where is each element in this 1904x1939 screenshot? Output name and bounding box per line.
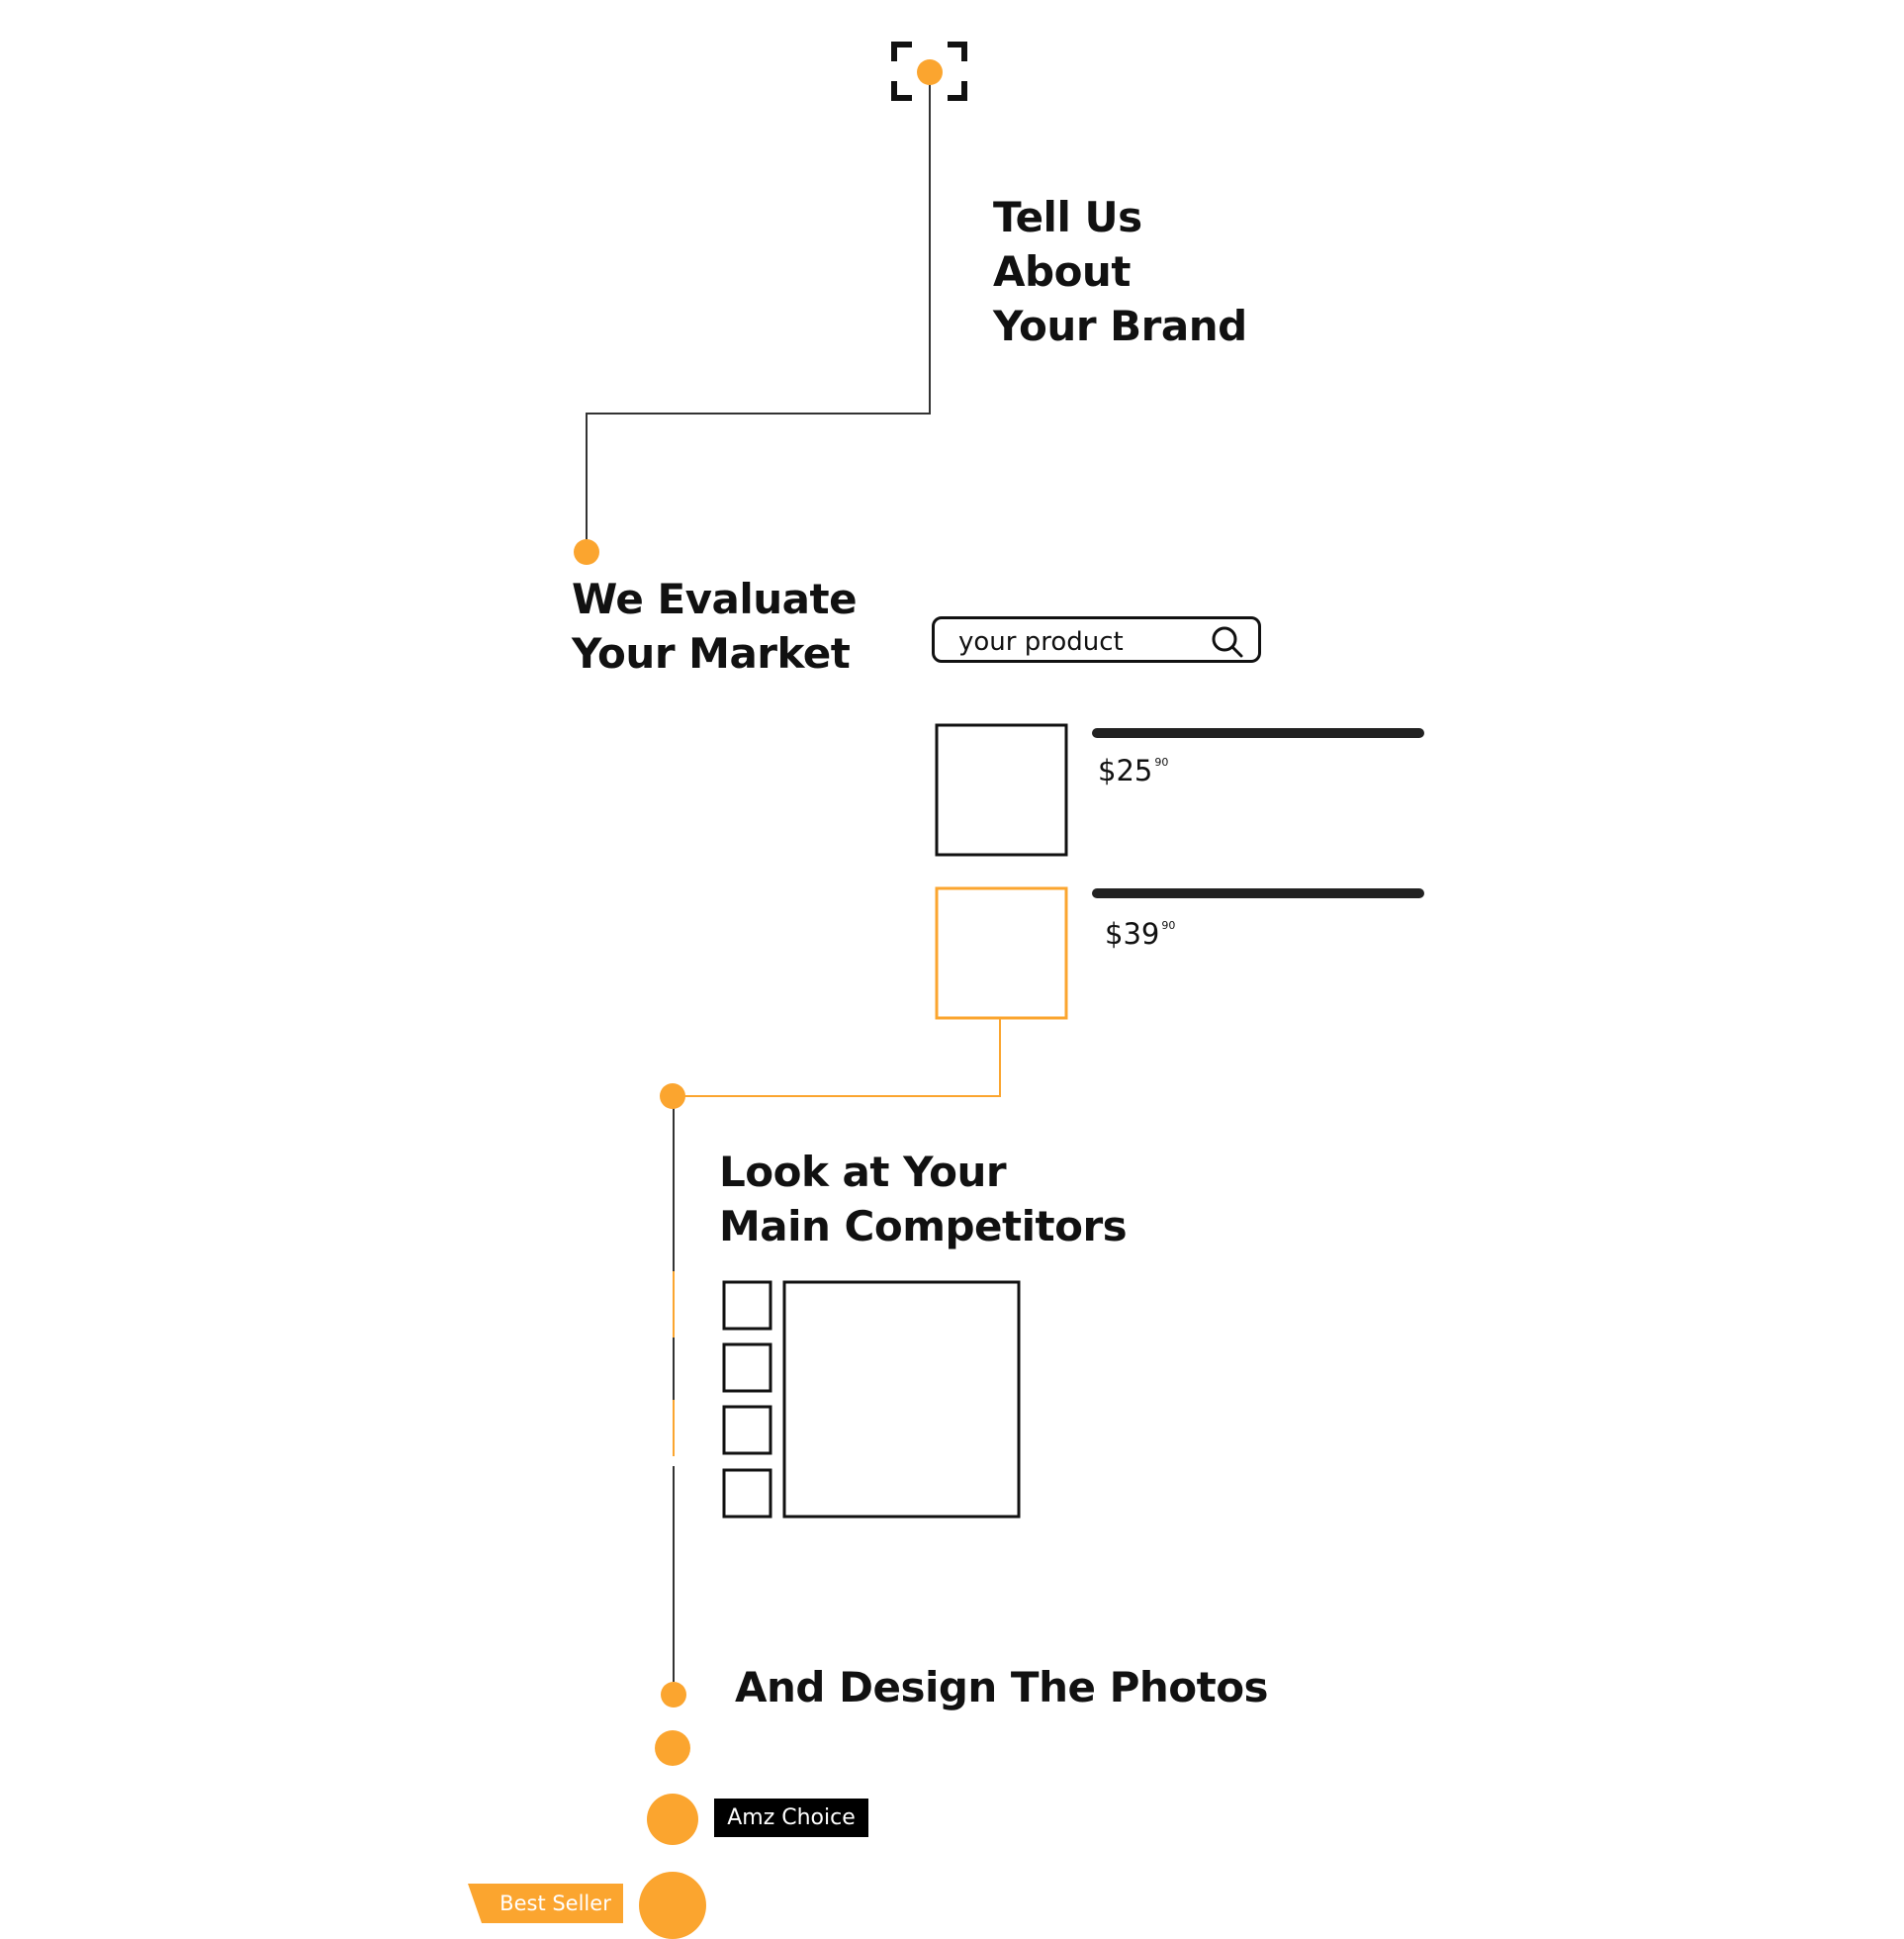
step-heading-line: Your Brand — [993, 302, 1247, 350]
step-heading-line: Tell Us — [993, 193, 1142, 241]
step-heading-line: And Design The Photos — [735, 1663, 1269, 1711]
step-heading-line: Your Market — [572, 629, 851, 678]
amz-choice-badge: Amz Choice — [714, 1799, 868, 1837]
best-seller-ribbon — [468, 1884, 623, 1923]
step-heading-line: Main Competitors — [719, 1202, 1128, 1250]
viewfinder-icon — [891, 42, 967, 101]
product-title-bar — [1092, 728, 1424, 738]
node-dot-medium — [655, 1730, 690, 1766]
search-bar[interactable]: your product — [932, 616, 1261, 663]
step-heading-market: We Evaluate Your Market — [572, 572, 858, 681]
product-title-bar — [1092, 888, 1424, 898]
price-main: $25 — [1098, 754, 1153, 787]
gallery-thumb — [722, 1342, 772, 1393]
gallery-thumb — [722, 1280, 772, 1331]
competitor-gallery — [722, 1280, 1021, 1519]
node-step1 — [917, 59, 943, 85]
price-cents: 90 — [1161, 919, 1176, 932]
product-thumbnail — [935, 723, 1068, 857]
price-main: $39 — [1105, 917, 1160, 951]
search-placeholder: your product — [958, 627, 1124, 657]
connector-step1-step2 — [586, 73, 931, 542]
step-heading-line: About — [993, 247, 1131, 296]
step-heading-competitors: Look at Your Main Competitors — [719, 1145, 1128, 1253]
step-heading-line: We Evaluate — [572, 575, 858, 623]
node-step2 — [574, 539, 599, 565]
price-cents: 90 — [1154, 756, 1169, 769]
gallery-main-image — [782, 1280, 1021, 1519]
node-step4 — [661, 1682, 686, 1708]
step-heading-photos: And Design The Photos — [735, 1660, 1269, 1714]
node-step3 — [660, 1083, 685, 1109]
connector-product-step3 — [673, 1018, 1001, 1097]
node-dot-xlarge — [639, 1872, 706, 1939]
step-heading-line: Look at Your — [719, 1148, 1007, 1196]
product-thumbnail-highlighted — [935, 886, 1068, 1020]
best-seller-label: Best Seller — [499, 1892, 611, 1915]
search-icon — [1212, 626, 1243, 658]
best-seller-badge: Best Seller — [468, 1884, 623, 1923]
node-dot-large — [647, 1794, 698, 1845]
step-heading-brand: Tell Us About Your Brand — [993, 190, 1247, 353]
gallery-thumb — [722, 1405, 772, 1455]
gallery-thumb — [722, 1468, 772, 1519]
